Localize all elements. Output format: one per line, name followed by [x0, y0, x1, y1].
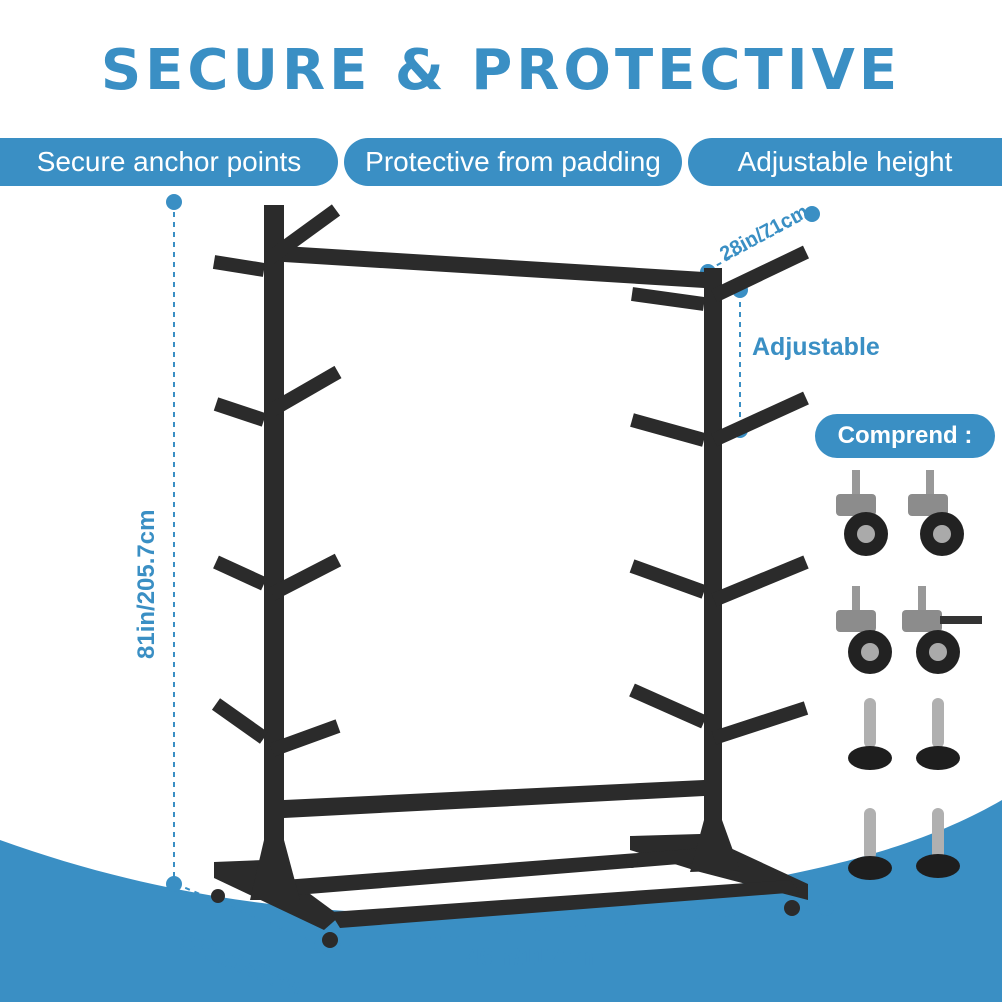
leveling-foot-icon: [916, 698, 960, 770]
caster-wheel-icon: [836, 470, 888, 556]
caster-wheel-icon: [908, 470, 964, 556]
leveling-foot-icon: [916, 808, 960, 878]
leveling-foot-icon: [848, 808, 892, 880]
includes-badge: Comprend :: [815, 414, 995, 458]
adjustable-label: Adjustable: [752, 333, 880, 361]
feature-padding: Protective from padding: [344, 138, 682, 186]
feature-anchor-points: Secure anchor points: [0, 138, 338, 186]
locking-caster-wheel-icon: [836, 586, 892, 674]
dimension-lines: [173, 202, 825, 947]
width-dimension-label: 46in/117cm: [466, 944, 595, 971]
rack-frame: [211, 205, 808, 948]
background-wave: [0, 800, 1002, 1002]
page-title: SECURE & PROTECTIVE: [100, 38, 902, 103]
height-dimension-label: 81in/205.7cm: [133, 509, 160, 659]
feature-adjustable-height: Adjustable height: [688, 138, 1002, 186]
locking-caster-wheel-icon: [902, 586, 982, 674]
rack-arms: [211, 204, 810, 757]
leveling-foot-icon: [848, 698, 892, 770]
